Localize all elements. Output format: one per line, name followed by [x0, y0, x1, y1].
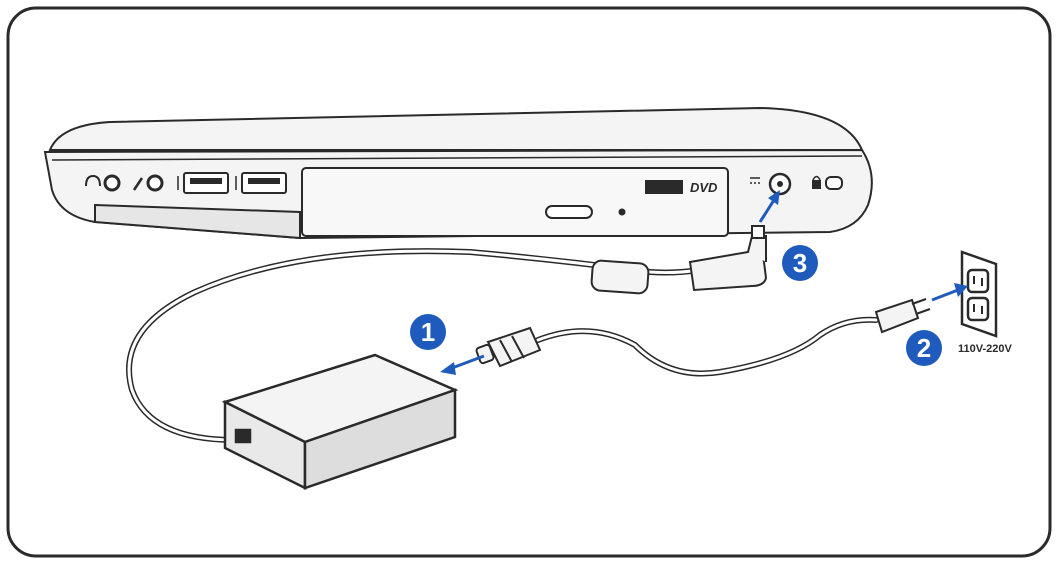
arrow-to-wall-outlet	[931, 283, 968, 302]
headphone-icon	[85, 174, 101, 187]
step-badge-1: 1	[410, 314, 446, 350]
voltage-label: 110V-220V	[958, 343, 1012, 355]
step-badge-3: 3	[782, 245, 818, 281]
laptop-lid	[48, 106, 864, 151]
step-number-3: 3	[793, 248, 807, 278]
ferrite-core	[590, 259, 650, 295]
power-adapter	[221, 353, 459, 491]
optical-drive-tray	[301, 167, 729, 237]
microphone-icon	[132, 177, 144, 191]
mic-jack	[146, 174, 164, 192]
right-ports	[750, 172, 843, 196]
wall-outlet	[960, 250, 998, 338]
step-number-2: 2	[917, 333, 931, 363]
adapter-side	[303, 388, 457, 490]
dc-power-icon	[750, 177, 760, 184]
lock-icon	[812, 175, 821, 189]
arrow-to-dc-jack	[758, 190, 780, 223]
eject-button	[545, 205, 593, 219]
arrow-to-adapter	[440, 354, 485, 375]
wall-ac-plug	[874, 298, 931, 334]
left-ports	[85, 172, 287, 194]
drive-led	[618, 208, 626, 216]
adapter-dc-outlet	[234, 428, 252, 444]
laptop-foot	[94, 203, 301, 240]
dvd-logo: DVD	[690, 180, 718, 195]
step-badge-2: 2	[906, 330, 942, 366]
blu-ray-logo	[645, 180, 683, 194]
headphone-jack	[103, 174, 121, 192]
kensington-slot	[825, 176, 843, 190]
diagram-frame	[6, 6, 1052, 558]
optical-drive: DVD	[301, 167, 729, 237]
dc-plug	[688, 225, 768, 292]
step-number-1: 1	[421, 317, 435, 347]
